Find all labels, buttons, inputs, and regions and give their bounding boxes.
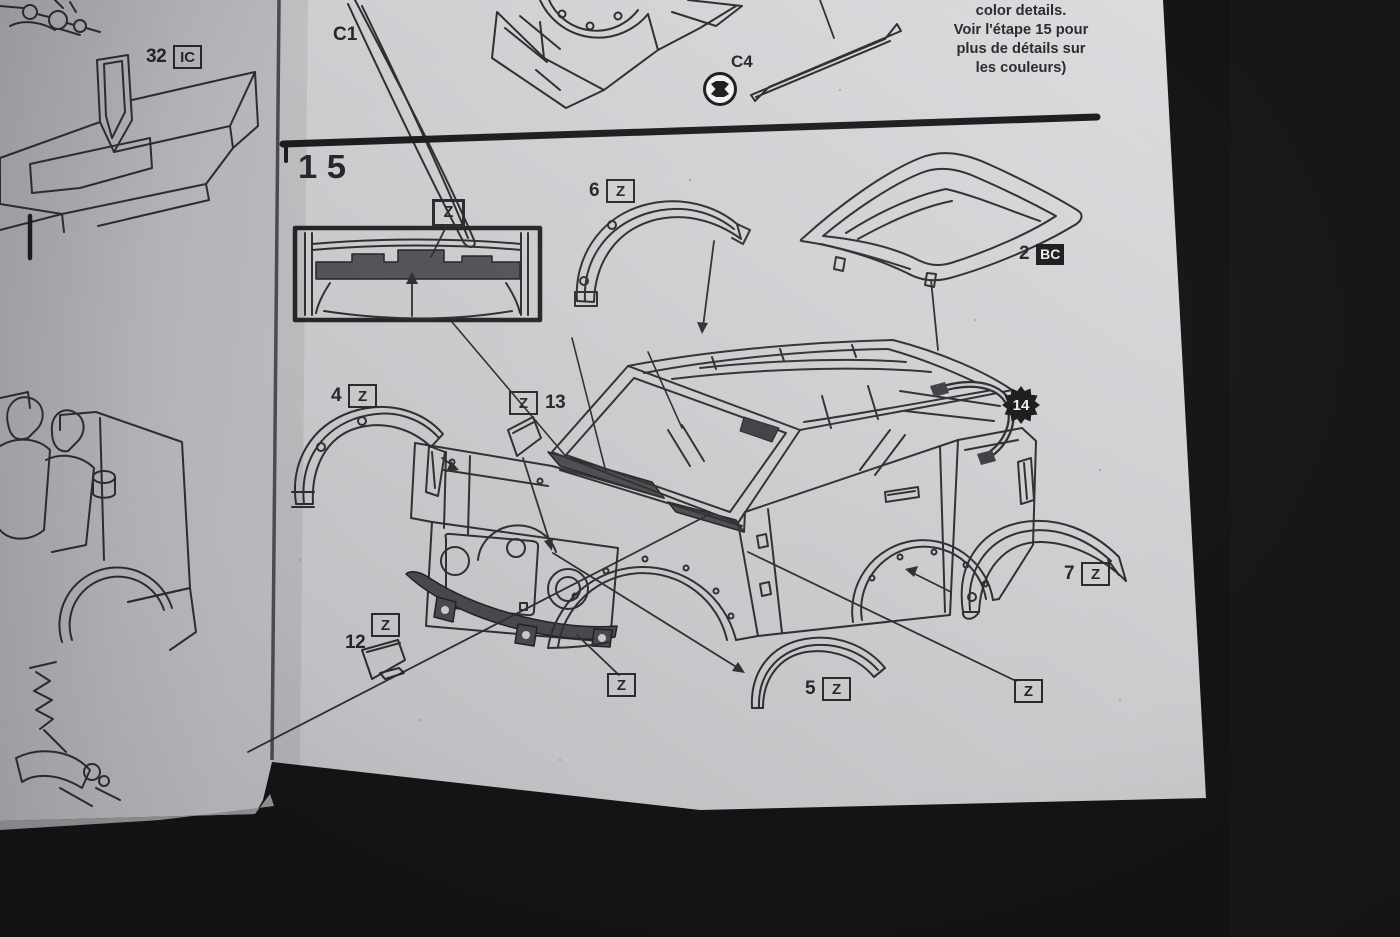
chassis-seats-drawing [0, 391, 197, 807]
small-part-drawing [0, 0, 101, 36]
paint-code-box-bc: BC [1036, 243, 1065, 265]
inset-callout: Z [432, 199, 465, 227]
note-line-3: plus de détails sur [956, 40, 1086, 57]
decal-code-box-z-bumper: Z [607, 673, 636, 697]
note-line-1: color details. [975, 2, 1067, 19]
mirror-part-13-drawing [507, 416, 553, 551]
decal-code-box-z-7: Z [1081, 562, 1111, 586]
part-number-6: 6 [589, 180, 600, 201]
leader-lines [247, 513, 1017, 753]
sill-strip-drawing [750, 0, 902, 102]
right-page [272, 0, 1206, 810]
part-number-4: 4 [331, 385, 342, 406]
fender-flare-4-drawing [291, 405, 459, 508]
step-number: 15 [298, 148, 356, 185]
table-background-right [1230, 0, 1400, 937]
underbody-assembly-drawing [491, 0, 743, 109]
note-line-4: les couleurs) [975, 59, 1067, 76]
detail-inset-drawing [292, 225, 575, 467]
note-line-2: Voir l'étape 15 pour [953, 21, 1089, 38]
bumper-callout: Z [607, 673, 636, 697]
part-callout-4: 4 Z [331, 384, 378, 408]
part-callout-5: 5 Z [805, 677, 852, 701]
decal-code-box-z-body: Z [1014, 679, 1043, 703]
fender-flare-6-drawing [574, 200, 751, 334]
part-callout-13: Z 13 [509, 391, 566, 415]
part-callout-2: 2 BC [1019, 243, 1065, 265]
interior-part-32-drawing [0, 54, 259, 233]
fold-line [270, 0, 281, 761]
mirror-part-12-drawing [361, 639, 406, 680]
paper-speckles [298, 88, 1122, 762]
badge-number: 14 [1012, 396, 1030, 414]
fender-flare-5-drawing [750, 636, 886, 709]
page-curl-edge [0, 794, 274, 830]
decal-code-box-z-12: Z [371, 613, 400, 637]
color-note-text: color details. Voir l'étape 15 pour plus… [947, 1, 1096, 77]
part-callout-6: 6 Z [589, 179, 636, 203]
part-number-12: 12 [345, 632, 366, 653]
decal-code-box-z-13: Z [509, 391, 538, 415]
part-callout-7: 7 Z [1064, 562, 1111, 586]
body-shell-drawing [405, 337, 1037, 649]
fold-shading [272, 0, 308, 768]
paint-code-box-ic: IC [173, 45, 203, 69]
hood-part-2-drawing [799, 152, 1083, 351]
decal-code-box-z-6: Z [606, 179, 636, 203]
part-12-code-wrap: Z [371, 613, 400, 637]
part-label-c4: C4 [731, 52, 753, 71]
part-callout-32: 32 IC [146, 45, 203, 69]
part-number-13: 13 [545, 392, 566, 413]
step-divider-line [279, 113, 1101, 148]
decal-code-box-z-4: Z [348, 384, 378, 408]
cement-glue-icon [703, 72, 737, 106]
part-number-2: 2 [1019, 243, 1030, 264]
part-number-5: 5 [805, 678, 816, 699]
decal-code-box-z-inset: Z [432, 199, 465, 227]
part-label-c1: C1 [333, 24, 358, 45]
body-side-callout: Z [1014, 679, 1043, 703]
part-number-32: 32 [146, 46, 167, 67]
part-number-7: 7 [1064, 563, 1075, 584]
decal-code-box-z-5: Z [822, 677, 852, 701]
